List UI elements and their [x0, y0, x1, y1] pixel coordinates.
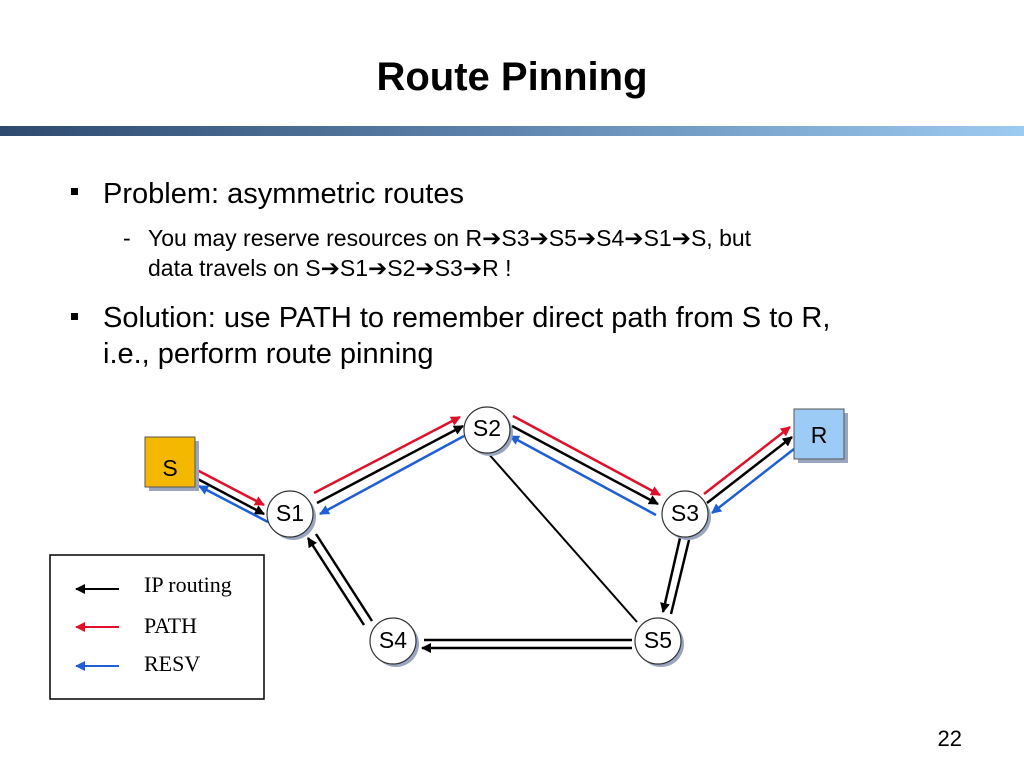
ip-route-arrow-s2-to-s3: [511, 424, 659, 506]
title-underline-bar: [0, 126, 1024, 136]
ip-route-arrow-s4-to-s1-b: [314, 533, 374, 622]
node-label-s3: S3: [671, 500, 699, 526]
ip-route-arrow-s-to-s1: [193, 475, 265, 516]
path-arrow-s2-to-s3: [512, 414, 661, 497]
page-number: 22: [937, 726, 962, 751]
bullet-solution-line1: Solution: use PATH to remember direct pa…: [103, 302, 831, 334]
router-node-s4: S4: [369, 617, 419, 667]
legend-resv-label: RESV: [144, 651, 200, 676]
node-label-s5: S5: [644, 627, 672, 653]
node-label-r: R: [811, 422, 828, 448]
router-node-s3: S3: [661, 490, 711, 540]
link-s5-s2: [486, 451, 638, 623]
ip-route-arrow-s4-to-s1-a: [306, 537, 366, 626]
receiver-node-r: R: [793, 408, 848, 463]
legend-ip-routing-label: IP routing: [144, 572, 232, 597]
legend: IP routing PATH RESV: [49, 554, 265, 700]
node-label-s4: S4: [379, 627, 407, 653]
path-arrow-s1-to-s2: [313, 415, 461, 495]
ip-route-arrow-s1-to-s2: [316, 424, 464, 505]
path-arrow-s3-to-r: [703, 426, 791, 495]
node-label-s: S: [162, 455, 177, 481]
resv-arrow-s1-to-s: [198, 484, 269, 524]
bullet-solution-line2: i.e., perform route pinning: [103, 338, 434, 370]
resv-arrow-s2-to-s1: [319, 434, 465, 516]
sub-bullet-data-route: data travels on S➔S1➔S2➔S3➔R !: [148, 255, 512, 281]
legend-path-label: PATH: [144, 613, 197, 638]
node-label-s2: S2: [473, 415, 501, 441]
path-arrow-s-to-s1: [196, 468, 265, 507]
resv-arrow-r-to-s3: [711, 448, 795, 514]
ip-route-arrow-s3-to-r: [706, 436, 793, 504]
slide-title: Route Pinning: [376, 55, 648, 99]
bullet-problem: Problem: asymmetric routes: [103, 178, 464, 210]
router-node-s5: S5: [634, 617, 684, 667]
ip-route-arrow-s3-to-s5-b: [669, 539, 691, 615]
sub-bullet-reserve-route: You may reserve resources on R➔S3➔S5➔S4➔…: [148, 225, 752, 251]
node-label-s1: S1: [276, 500, 304, 526]
sub-bullet-dash: -: [123, 225, 131, 251]
bullet-marker: [71, 188, 78, 195]
bullet-marker: [71, 313, 78, 320]
router-node-s1: S1: [266, 490, 316, 540]
ip-route-arrow-s3-to-s5-a: [660, 537, 682, 613]
router-node-s2: S2: [463, 406, 513, 456]
source-node-s: S: [144, 436, 199, 491]
resv-arrow-s3-to-s2: [509, 434, 657, 517]
